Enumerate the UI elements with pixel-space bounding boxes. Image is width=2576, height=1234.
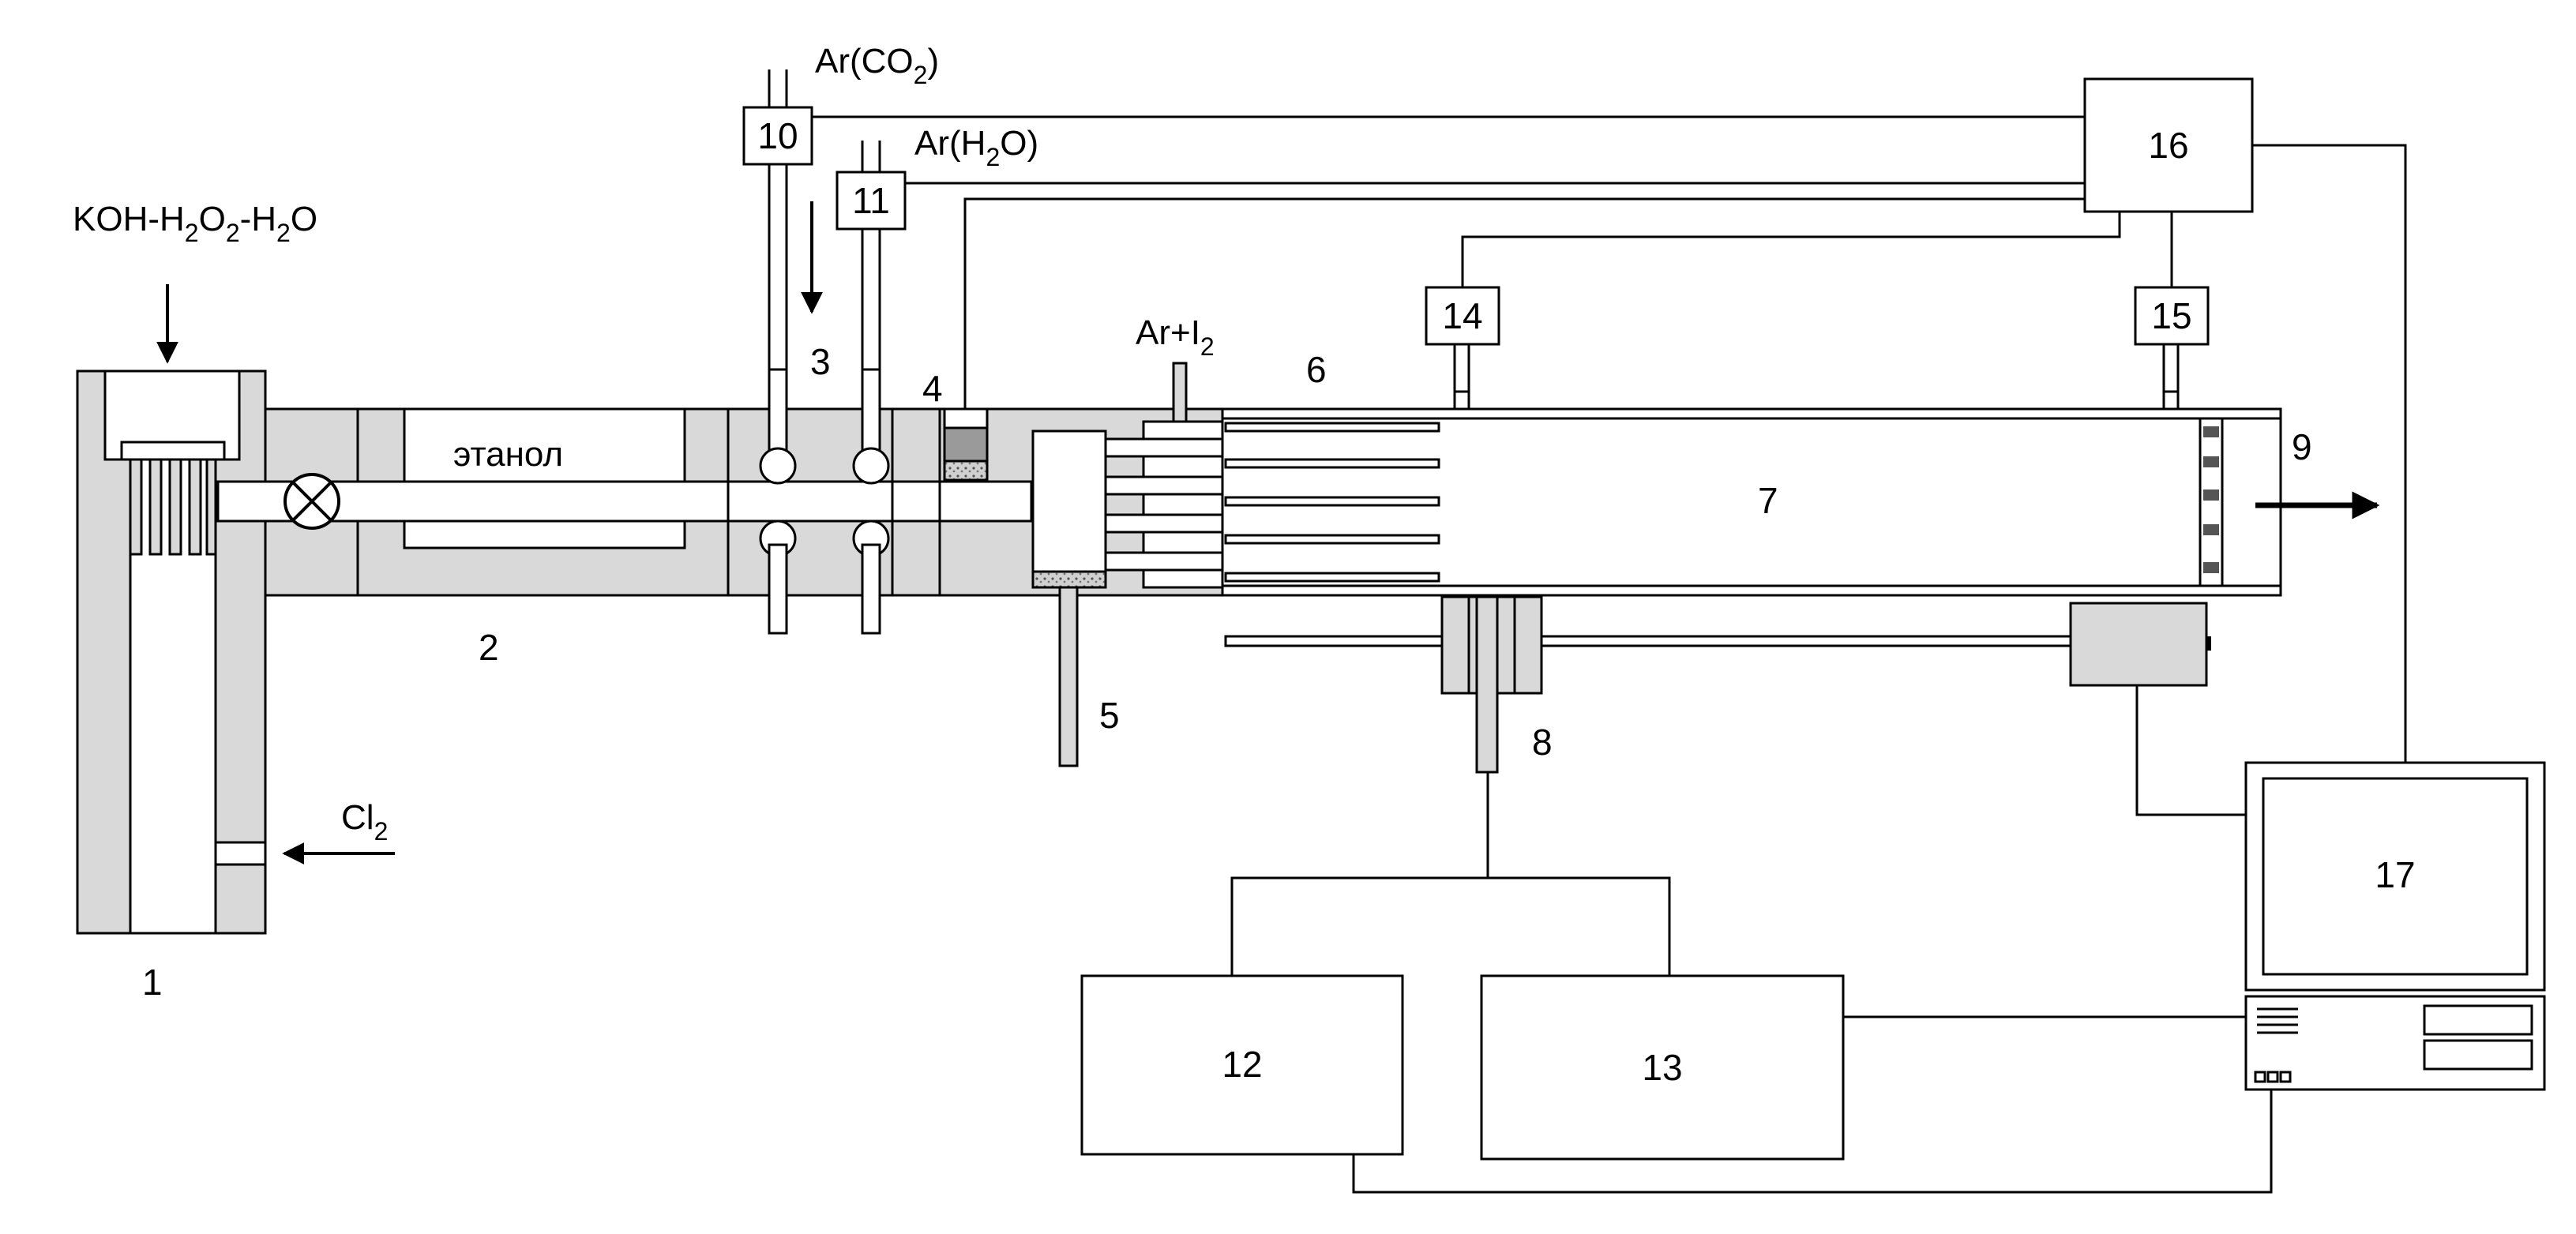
cl2-inlet-port [214, 841, 267, 866]
number-14: 14 [1442, 295, 1482, 336]
number-8: 8 [1532, 722, 1553, 763]
sensor-4 [943, 407, 989, 482]
exit-grid [2199, 417, 2224, 587]
number-1: 1 [142, 962, 163, 1003]
controller-10 [742, 69, 813, 166]
number-2: 2 [479, 627, 499, 668]
connection-wires [812, 115, 2407, 1194]
gas-labels: KOH-H2O2-H2O Cl2 Ar(CO2) Ar(H2O) Ar+I2 э… [73, 42, 1215, 846]
number-5: 5 [1099, 695, 1120, 736]
number-7: 7 [1758, 480, 1778, 521]
sensor-box-14 [1425, 286, 1500, 346]
number-15: 15 [2151, 295, 2191, 336]
spray-nozzles [129, 458, 217, 556]
ar-i2-label: Ar+I2 [1136, 313, 1215, 361]
ethanol-label: этанол [453, 435, 563, 474]
probe-rail-8 [1224, 595, 2211, 774]
number-12: 12 [1222, 1044, 1262, 1085]
number-13: 13 [1642, 1047, 1682, 1088]
number-11: 11 [852, 180, 890, 221]
generator-1 [76, 284, 395, 935]
instrument-box-12 [1080, 974, 1404, 1156]
ar-co2-label: Ar(CO2) [815, 42, 939, 89]
controller-11 [836, 141, 907, 231]
number-10: 10 [757, 115, 798, 156]
instrument-box-13 [1480, 974, 1845, 1161]
number-3: 3 [810, 341, 831, 382]
controller-box-16 [2083, 77, 2254, 213]
ethanol-trap-bottom [403, 519, 686, 549]
number-6: 6 [1306, 349, 1327, 390]
probes-3 [759, 150, 890, 635]
koh-label: KOH-H2O2-H2O [73, 200, 317, 247]
number-4: 4 [922, 368, 943, 409]
number-17: 17 [2375, 854, 2415, 895]
computer-17 [2244, 761, 2546, 1091]
injector-5 [1031, 429, 1107, 767]
cl2-label: Cl2 [341, 798, 388, 846]
ar-h2o-label: Ar(H2O) [914, 124, 1038, 171]
mixing-rods [1224, 422, 1440, 583]
number-9: 9 [2292, 426, 2312, 467]
laser-chamber-7 [1221, 390, 2380, 597]
number-16: 16 [2148, 125, 2188, 166]
component-numbers: 1 2 3 4 5 6 7 8 9 10 11 12 13 14 15 16 1… [142, 115, 2416, 1088]
ethanol-trap-top [403, 407, 686, 483]
